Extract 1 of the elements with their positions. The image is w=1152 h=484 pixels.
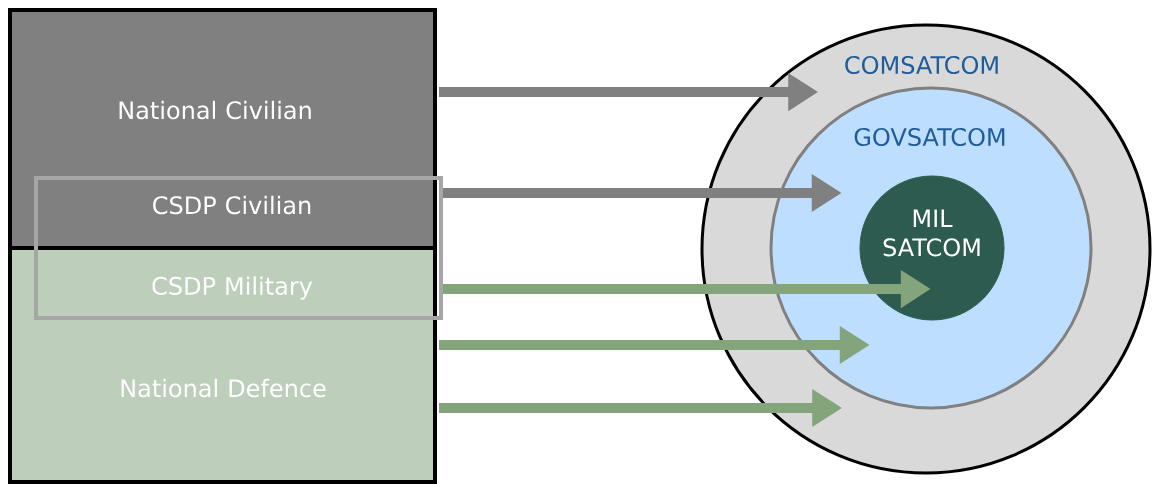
frame: CSDP Civilian CSDP Military — [34, 176, 443, 320]
